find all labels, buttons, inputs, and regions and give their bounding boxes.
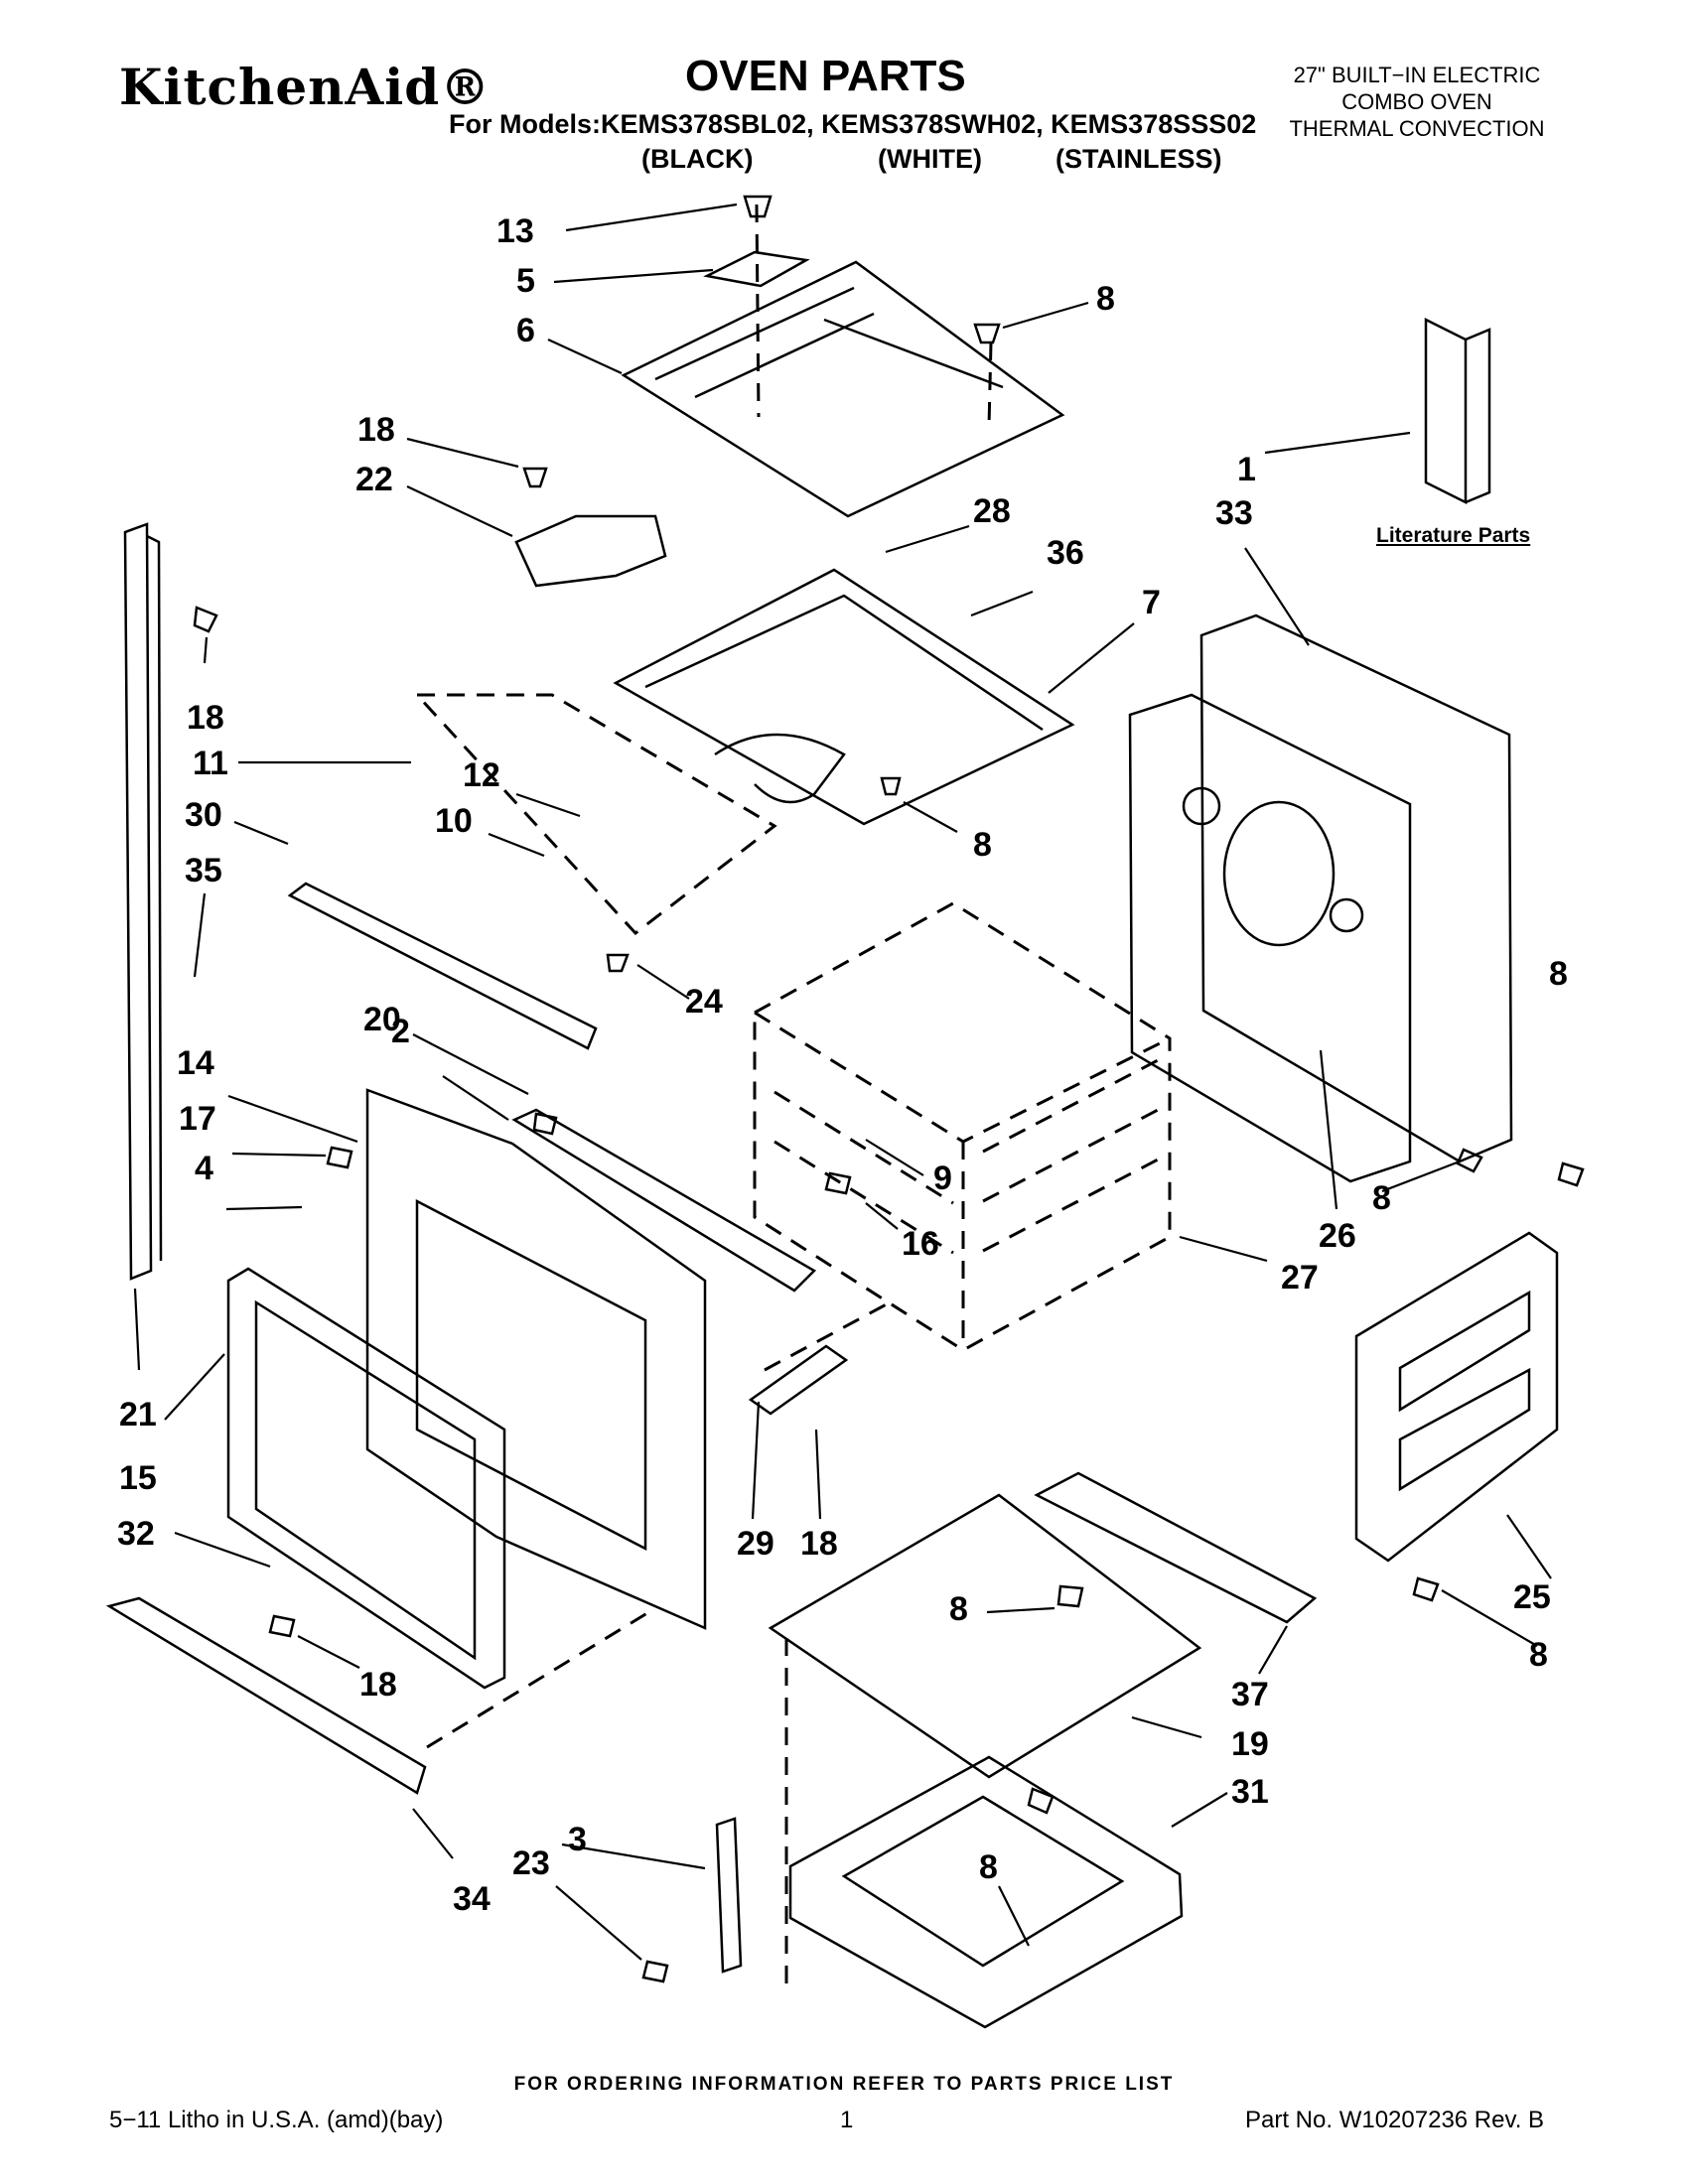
callout-24: 24 — [685, 983, 723, 1021]
front-frame — [365, 1088, 707, 1630]
callout-18-control: 18 — [357, 411, 395, 449]
panel-19 — [768, 1493, 1202, 1779]
bottom-vent — [105, 1596, 427, 1795]
part-number: Part No. W10207236 Rev. B — [1245, 2107, 1545, 2133]
product-line-3: THERMAL CONVECTION — [1289, 116, 1545, 141]
door-gasket — [226, 1267, 506, 1690]
callout-36: 36 — [1047, 534, 1084, 572]
sensor-29 — [748, 1344, 849, 1416]
page-title: OVEN PARTS — [685, 52, 966, 100]
callout-14: 14 — [177, 1044, 214, 1082]
callout-9: 9 — [933, 1160, 952, 1197]
callout-22: 22 — [355, 461, 393, 498]
callout-18-gasket: 18 — [359, 1666, 397, 1704]
variant-black: (BLACK) — [641, 144, 754, 174]
callout-30: 30 — [185, 796, 222, 834]
callout-34: 34 — [453, 1880, 491, 1918]
litho-note: 5−11 Litho in U.S.A. (amd)(bay) — [109, 2107, 444, 2133]
page-number: 1 — [840, 2107, 854, 2133]
callout-25: 25 — [1513, 1578, 1551, 1616]
callout-37: 37 — [1231, 1676, 1269, 1713]
literature-parts-label: Literature Parts — [1376, 524, 1531, 547]
callout-8-panel: 8 — [1372, 1179, 1391, 1217]
callout-1: 1 — [1237, 451, 1256, 488]
callout-33: 33 — [1215, 494, 1253, 532]
element-boundary — [413, 693, 777, 936]
brand-logo: KitchenAid® — [119, 58, 492, 116]
callout-8-rail: 8 — [949, 1590, 968, 1628]
callout-leaders — [133, 203, 1552, 1961]
side-rail — [123, 522, 163, 1281]
model-list: For Models:KEMS378SBL02, KEMS378SWH02, K… — [449, 109, 1257, 139]
callout-20: 20 — [363, 1001, 401, 1038]
callout-31: 31 — [1231, 1773, 1269, 1811]
callout-5: 5 — [516, 262, 535, 300]
product-line-1: 27" BUILT−IN ELECTRIC — [1293, 63, 1541, 87]
callout-11: 11 — [193, 745, 228, 782]
callout-7: 7 — [1142, 584, 1161, 621]
rear-panel-33 — [1199, 614, 1513, 1163]
callout-16: 16 — [902, 1225, 939, 1263]
callout-8-tray: 8 — [979, 1848, 998, 1886]
callout-8-rear: 8 — [1549, 955, 1568, 993]
control-bracket — [514, 514, 667, 588]
tray-31 — [788, 1755, 1184, 2029]
callout-17: 17 — [179, 1100, 216, 1138]
callout-8-shelf: 8 — [973, 826, 992, 864]
callout-35: 35 — [185, 852, 222, 889]
rail-30 — [287, 882, 598, 1050]
callout-10: 10 — [435, 802, 473, 840]
callout-19: 19 — [1231, 1725, 1269, 1763]
callout-26: 26 — [1319, 1217, 1356, 1255]
top-cover-plate — [621, 260, 1065, 518]
callout-4: 4 — [195, 1150, 213, 1187]
callout-3: 3 — [568, 1821, 587, 1858]
callout-23: 23 — [512, 1844, 550, 1882]
hinge-3 — [715, 1817, 743, 1974]
product-description: 27" BUILT−IN ELECTRIC COMBO OVEN THERMAL… — [1253, 62, 1581, 142]
upper-shelf — [613, 568, 1075, 826]
callout-18-rail: 18 — [187, 699, 224, 737]
screw-group — [193, 195, 1585, 1983]
callout-15: 15 — [119, 1459, 157, 1497]
callout-12: 12 — [463, 756, 500, 794]
callout-8-side: 8 — [1529, 1636, 1548, 1674]
literature-booklet — [1424, 317, 1491, 505]
callout-2: 2 — [391, 1013, 410, 1050]
variant-white: (WHITE) — [878, 144, 982, 174]
rail-37 — [1034, 1471, 1318, 1624]
callout-32: 32 — [117, 1515, 155, 1553]
product-line-2: COMBO OVEN — [1341, 89, 1492, 114]
callout-29: 29 — [737, 1525, 774, 1563]
cover-bracket — [703, 250, 810, 288]
callout-8-top: 8 — [1096, 280, 1115, 318]
variant-stainless: (STAINLESS) — [1055, 144, 1222, 174]
side-panel-25 — [1354, 1231, 1559, 1563]
callout-13: 13 — [496, 212, 534, 250]
callout-28: 28 — [973, 492, 1011, 530]
callout-21: 21 — [119, 1396, 157, 1433]
rear-panel-26 — [1128, 693, 1412, 1183]
oven-cavity — [753, 901, 1172, 1352]
ordering-note: FOR ORDERING INFORMATION REFER TO PARTS … — [513, 2074, 1175, 2095]
callout-27: 27 — [1281, 1259, 1319, 1297]
front-trim-2 — [511, 1108, 817, 1293]
callout-18-sensor: 18 — [800, 1525, 838, 1563]
callout-6: 6 — [516, 312, 535, 349]
